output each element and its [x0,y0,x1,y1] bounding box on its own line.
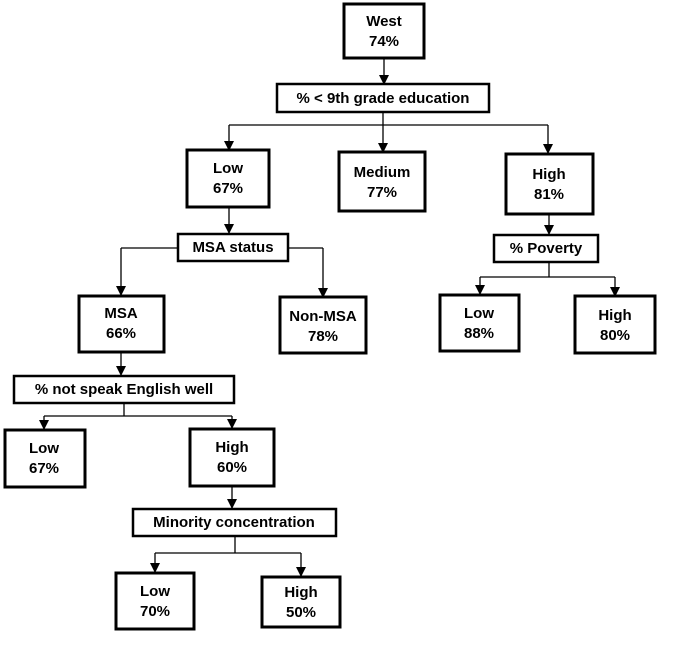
node-name: High [215,439,248,456]
node-non-msa: Non-MSA 78% [278,295,368,355]
node-poverty-high: High 80% [573,294,657,355]
split-label: Minority concentration [153,514,315,531]
split-label: % not speak English well [35,381,213,398]
split-label: MSA status [192,239,273,256]
node-percent: 80% [600,327,630,344]
node-percent: 88% [464,325,494,342]
node-percent: 66% [106,325,136,342]
node-percent: 81% [534,186,564,203]
node-name: West [366,13,402,30]
node-poverty-low: Low 88% [438,293,521,353]
split-msa-status: MSA status [176,232,290,263]
node-minority-low: Low 70% [114,571,196,631]
node-msa: MSA 66% [77,294,166,354]
node-education-high: High 81% [504,152,595,216]
tree-edges [39,58,620,577]
split-education: % < 9th grade education [275,82,491,114]
node-name: Low [29,440,59,457]
node-english-low: Low 67% [3,428,87,489]
node-percent: 77% [367,184,397,201]
node-english-high: High 60% [188,427,276,488]
node-percent: 50% [286,604,316,621]
split-minority: Minority concentration [131,507,338,538]
node-percent: 78% [308,328,338,345]
node-education-low: Low 67% [185,148,271,209]
node-percent: 67% [213,180,243,197]
node-name: MSA [104,305,138,322]
node-west: West 74% [342,2,426,60]
node-percent: 60% [217,459,247,476]
node-name: High [284,584,317,601]
node-name: High [598,307,631,324]
node-percent: 70% [140,603,170,620]
node-name: Low [464,305,494,322]
node-percent: 67% [29,460,59,477]
node-name: Low [140,583,170,600]
split-poverty: % Poverty [492,233,600,264]
node-education-medium: Medium 77% [337,150,427,213]
split-english: % not speak English well [12,374,236,405]
split-label: % < 9th grade education [297,90,470,107]
node-name: High [532,166,565,183]
node-name: Medium [354,164,411,181]
node-name: Non-MSA [289,308,357,325]
node-minority-high: High 50% [260,575,342,629]
node-percent: 74% [369,33,399,50]
split-label: % Poverty [510,240,583,257]
node-name: Low [213,160,243,177]
